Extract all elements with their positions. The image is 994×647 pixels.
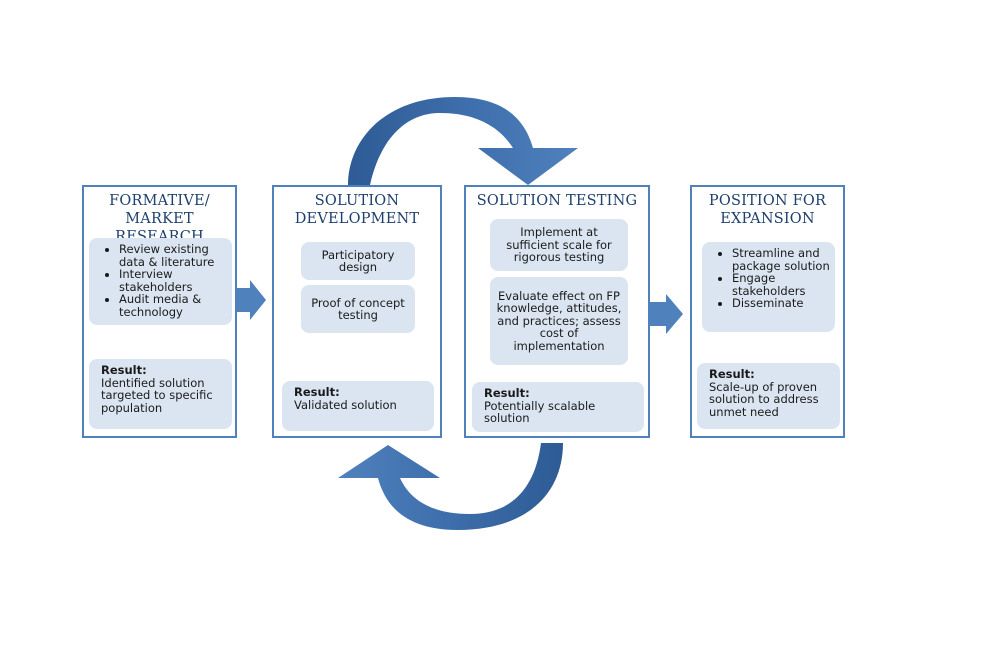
result-box: Result: Potentially scalable solution bbox=[472, 382, 644, 432]
bullet-item: Review existing data & literature bbox=[119, 243, 232, 268]
bullet-item: Interview stakeholders bbox=[119, 268, 232, 293]
stage-title: SOLUTION TESTING bbox=[466, 192, 648, 210]
result-label: Result: bbox=[484, 386, 530, 400]
stage-title-line: DEVELOPMENT bbox=[294, 211, 420, 227]
bullet-item: Engage stakeholders bbox=[732, 272, 835, 297]
result-label: Result: bbox=[709, 367, 755, 381]
stage-title-line: SOLUTION bbox=[314, 193, 400, 209]
bullet-item: Streamline and package solution bbox=[732, 247, 835, 272]
result-text: Scale-up of proven solution to address u… bbox=[709, 379, 819, 419]
top-cycle-arrow bbox=[348, 97, 578, 185]
result-text: Identified solution targeted to specific… bbox=[101, 375, 213, 415]
stage-title: SOLUTION DEVELOPMENT bbox=[274, 192, 440, 228]
stage-position-for-expansion: POSITION FOR EXPANSION Streamline and pa… bbox=[690, 185, 845, 438]
step-box: Evaluate effect on FP knowledge, attitud… bbox=[490, 277, 628, 365]
step-text: Participatory design bbox=[321, 247, 395, 274]
stage-solution-testing: SOLUTION TESTING Implement at sufficient… bbox=[464, 185, 650, 438]
activities-box: Review existing data & literature Interv… bbox=[89, 238, 232, 325]
bullet-item: Audit media & technology bbox=[119, 293, 232, 318]
step-text: Implement at sufficient scale for rigoro… bbox=[506, 225, 612, 265]
result-box: Result: Validated solution bbox=[282, 381, 434, 431]
result-label: Result: bbox=[294, 385, 340, 399]
block-arrow-2 bbox=[650, 294, 683, 334]
block-arrow-1 bbox=[236, 280, 266, 320]
stage-title-line: EXPANSION bbox=[720, 211, 815, 227]
stage-title-line: SOLUTION TESTING bbox=[476, 193, 638, 209]
step-box: Proof of concept testing bbox=[301, 285, 415, 333]
stage-title-line: POSITION FOR bbox=[708, 193, 827, 209]
bullet-item: Disseminate bbox=[732, 297, 835, 310]
stage-solution-development: SOLUTION DEVELOPMENT Participatory desig… bbox=[272, 185, 442, 438]
stage-title: POSITION FOR EXPANSION bbox=[692, 192, 843, 228]
result-text: Potentially scalable solution bbox=[484, 398, 596, 425]
step-box: Implement at sufficient scale for rigoro… bbox=[490, 219, 628, 271]
step-box: Participatory design bbox=[301, 242, 415, 280]
stage-title-line: FORMATIVE/ bbox=[109, 193, 210, 209]
activities-box: Streamline and package solution Engage s… bbox=[702, 242, 835, 332]
bottom-cycle-arrow bbox=[338, 443, 563, 530]
result-label: Result: bbox=[101, 363, 147, 377]
step-text: Evaluate effect on FP knowledge, attitud… bbox=[496, 288, 622, 353]
stage-formative-research: FORMATIVE/ MARKET RESEARCH Review existi… bbox=[82, 185, 237, 438]
result-box: Result: Scale-up of proven solution to a… bbox=[697, 363, 840, 429]
result-text: Validated solution bbox=[294, 397, 397, 412]
result-box: Result: Identified solution targeted to … bbox=[89, 359, 232, 429]
step-text: Proof of concept testing bbox=[311, 295, 405, 322]
